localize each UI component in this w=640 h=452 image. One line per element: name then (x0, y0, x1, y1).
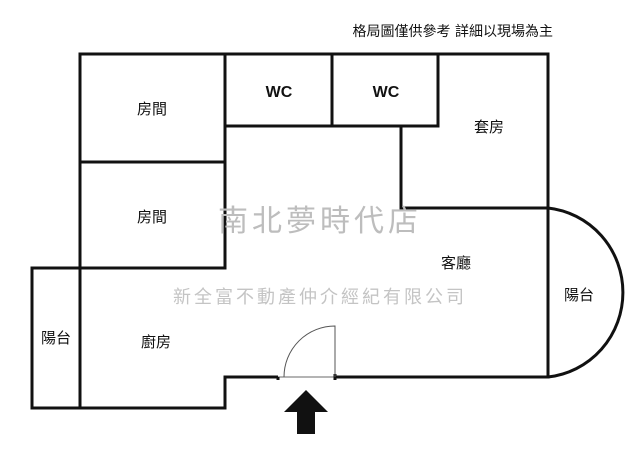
room-2-label: 房間 (137, 208, 167, 226)
door-swing-icon (283, 325, 336, 378)
room-2-walls (78, 162, 227, 270)
watermark-store: 南北夢時代店 (218, 204, 422, 239)
wc-1-label: WC (266, 84, 293, 101)
balcony-right-arc (547, 206, 625, 379)
wc-2-label: WC (373, 84, 400, 101)
living-room-label: 客廳 (441, 254, 471, 272)
outer-wall-left (78, 54, 278, 410)
balcony-left-label: 陽台 (41, 329, 71, 347)
outer-wall-right (80, 52, 550, 379)
balcony-right-label: 陽台 (564, 286, 594, 304)
kitchen-label: 廚房 (141, 333, 171, 351)
watermark-company: 新全富不動產仲介經紀有限公司 (173, 287, 467, 308)
room-1-label: 房間 (137, 100, 167, 118)
suite-label: 套房 (474, 118, 504, 136)
disclaimer-note: 格局圖僅供參考 詳細以現場為主 (353, 24, 553, 40)
suite-walls (399, 126, 548, 210)
up-arrow-icon (284, 390, 328, 434)
